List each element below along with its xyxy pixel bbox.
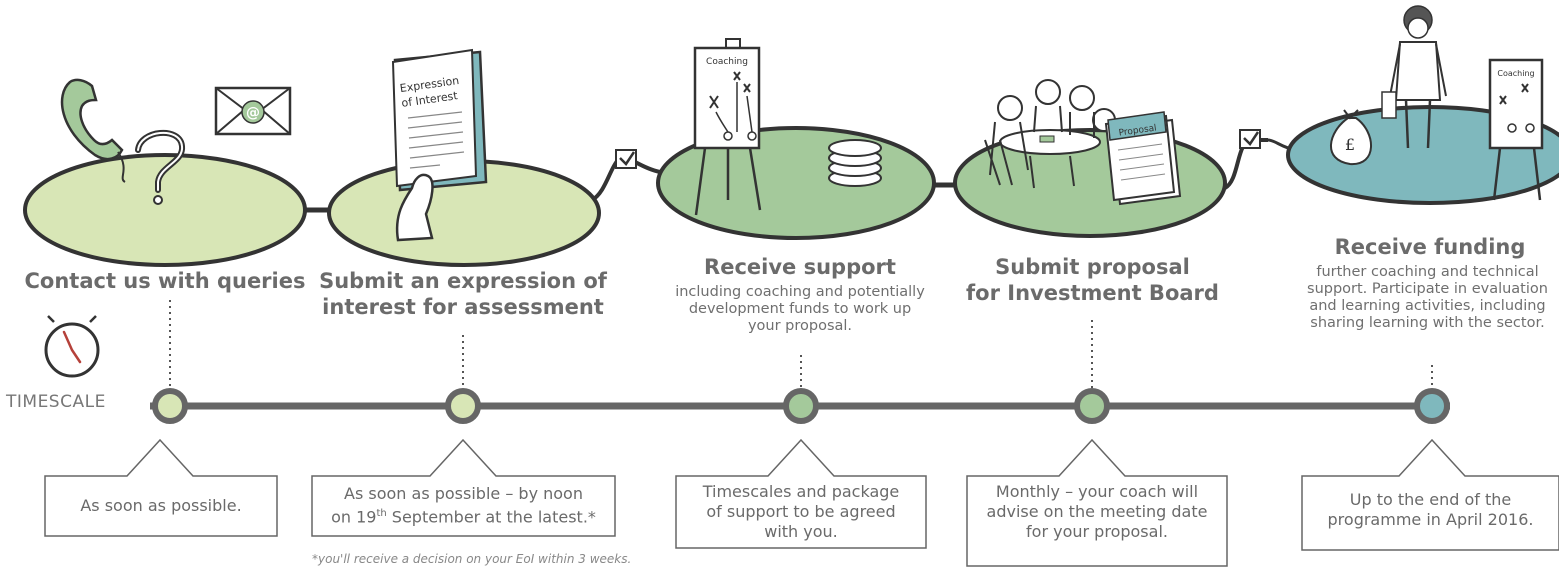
step-5-description-line-3: and learning activities, including: [1309, 298, 1546, 314]
callout-box: [44, 438, 278, 537]
step-4-timescale: Monthly – your coach will advise on the …: [967, 482, 1227, 542]
coin-stack-icon: [828, 139, 882, 187]
checkbox-icon: [1239, 129, 1261, 149]
step-3-title: Receive support: [704, 255, 896, 279]
step-5-description: further coaching and technical support. …: [1296, 264, 1559, 332]
step-2-timescale-ordinal: th: [376, 508, 387, 519]
step-4-title: Submit proposal for Investment Board: [950, 254, 1235, 306]
step-3-timescale-line-2: of support to be agreed: [706, 502, 896, 521]
step-5-timescale-line-2: programme in April 2016.: [1327, 510, 1534, 529]
expression-of-interest-paper-icon: Expression of Interest: [391, 48, 488, 242]
timescale-label: TIMESCALE: [6, 392, 106, 412]
timeline-node: [152, 388, 188, 424]
timeline-node: [783, 388, 819, 424]
svg-text:Coaching: Coaching: [706, 57, 748, 67]
dotted-connectors: [169, 300, 1433, 388]
step-2-timescale: As soon as possible – by noon on 19th Se…: [312, 484, 615, 527]
step-5-timescale-line-1: Up to the end of the: [1349, 490, 1512, 509]
step-2-title: Submit an expression of interest for ass…: [318, 268, 608, 320]
step-1-title: Contact us with queries: [24, 269, 306, 293]
coaching-board-icon: Coaching: [693, 38, 762, 216]
coaching-board-icon: Coaching: [1488, 58, 1544, 201]
step-4-title-line-2: for Investment Board: [966, 281, 1219, 305]
clock-icon: [44, 315, 100, 378]
step-4-timescale-line-2: advise on the meeting date: [986, 502, 1208, 521]
callout-box: [675, 438, 927, 549]
step-5-timescale: Up to the end of the programme in April …: [1302, 490, 1559, 530]
step-2-timescale-line-2: on 19th September at the latest.*: [312, 504, 615, 527]
step-3-timescale: Timescales and package of support to be …: [676, 482, 926, 542]
timeline-node: [1414, 388, 1450, 424]
step-2-title-line-2: interest for assessment: [322, 295, 604, 319]
step-3-description-line-1: including coaching and potentially: [675, 284, 925, 300]
timeline-node: [1074, 388, 1110, 424]
checkbox-icon: [615, 149, 637, 169]
callout-box: [966, 438, 1228, 567]
step-5-description-line-4: sharing learning with the sector.: [1310, 315, 1545, 331]
svg-text:@: @: [246, 105, 260, 121]
step-2-timescale-line-2-rest: September at the latest.*: [386, 507, 596, 527]
step-3-timescale-line-3: with you.: [764, 522, 838, 541]
proposal-document-icon: Proposal: [1104, 111, 1182, 206]
callout-box: [311, 438, 616, 537]
person-icon: [1381, 5, 1447, 149]
step-3-description-line-3: your proposal.: [747, 318, 853, 334]
phone-icon: [60, 78, 126, 183]
step-4-timescale-line-1: Monthly – your coach will: [995, 482, 1199, 501]
svg-text:Coaching: Coaching: [1497, 69, 1534, 78]
step-3-timescale-line-1: Timescales and package: [702, 482, 900, 501]
step-2-timescale-line-1: As soon as possible – by noon: [344, 484, 583, 503]
step-2-timescale-line-2-text: on 19: [331, 507, 377, 527]
step-5-description-line-2: support. Participate in evaluation: [1307, 281, 1548, 297]
step-3-description-line-2: development funds to work up: [688, 301, 912, 317]
email-icon: @: [214, 86, 292, 136]
step-3-description: including coaching and potentially devel…: [650, 284, 950, 335]
timeline-node: [445, 388, 481, 424]
step-1-platform: [23, 153, 307, 267]
meeting-group-icon: [984, 79, 1116, 189]
step-1-timescale: As soon as possible.: [80, 496, 242, 515]
question-mark-icon: [135, 129, 185, 205]
timescale-callouts: [44, 438, 1559, 567]
step-4-title-line-1: Submit proposal: [995, 255, 1190, 279]
step-5-title: Receive funding: [1334, 235, 1526, 259]
callout-box: [1301, 438, 1559, 551]
svg-text:£: £: [1345, 135, 1355, 154]
step-2-title-line-1: Submit an expression of: [319, 269, 607, 293]
step-5-description-line-1: further coaching and technical: [1316, 264, 1539, 280]
footnote: *you'll receive a decision on your EoI w…: [312, 552, 632, 566]
money-bag-icon: £: [1330, 109, 1372, 166]
step-4-timescale-line-3: for your proposal.: [1026, 522, 1168, 541]
